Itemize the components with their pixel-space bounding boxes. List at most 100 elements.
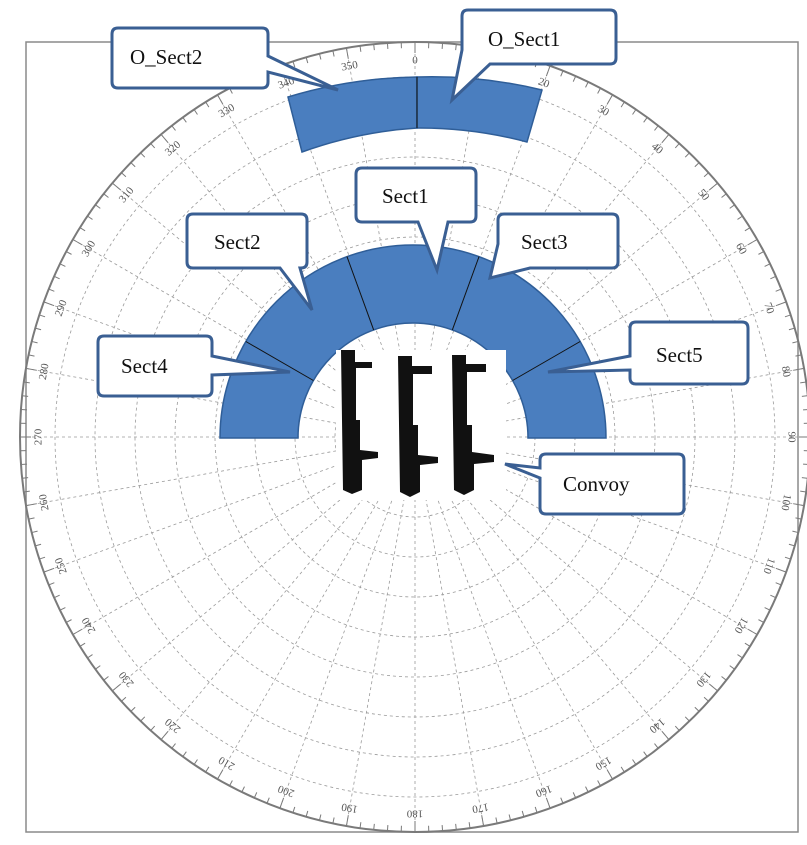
bearing-label: 320	[163, 138, 184, 158]
bearing-tick	[597, 780, 601, 786]
bearing-tick	[130, 706, 136, 712]
bearing-tick	[801, 395, 807, 397]
bearing-tick	[694, 706, 700, 712]
bearing-tick	[585, 81, 589, 88]
bearing-tick	[572, 792, 577, 799]
bearing-tick	[103, 193, 109, 198]
bearing-tick	[585, 786, 589, 793]
bearing-label: 60	[733, 241, 749, 257]
callout-label-sect5: Sect5	[656, 343, 703, 367]
bearing-tick	[801, 477, 807, 479]
bearing-tick	[121, 172, 127, 178]
bearing-tick	[59, 263, 66, 267]
bearing-label: 230	[116, 668, 136, 689]
bearing-tick	[150, 725, 156, 731]
bearing-tick	[708, 182, 718, 191]
bearing-tick	[121, 696, 127, 702]
bearing-tick	[729, 665, 735, 670]
bearing-tick	[160, 134, 169, 144]
bearing-tick	[35, 543, 42, 547]
sector-o-sect1	[416, 76, 543, 143]
bearing-tick	[758, 619, 764, 623]
bearing-label: 350	[340, 59, 359, 74]
callout-label-sect4: Sect4	[121, 354, 168, 378]
bearing-tick	[43, 301, 55, 307]
bearing-tick	[182, 751, 187, 757]
bearing-tick	[28, 517, 35, 520]
bearing-tick	[43, 567, 55, 573]
bearing-tick	[560, 797, 564, 804]
bearing-tick	[481, 815, 485, 827]
convoy-backdrop	[336, 350, 506, 500]
bearing-label: 250	[53, 555, 70, 575]
bearing-label: 330	[217, 101, 238, 120]
bearing-tick	[775, 567, 787, 573]
bearing-tick	[694, 162, 700, 168]
bearing-tick	[758, 251, 764, 255]
bearing-tick	[332, 817, 335, 824]
bearing-tick	[560, 70, 564, 77]
bearing-label: 260	[37, 493, 52, 512]
bearing-tick	[53, 275, 60, 280]
bearing-tick	[35, 327, 42, 331]
bearing-tick	[66, 251, 72, 255]
bearing-tick	[130, 162, 136, 168]
bearing-label: 170	[471, 800, 490, 815]
bearing-tick	[217, 769, 224, 780]
bearing-tick	[359, 822, 362, 829]
bearing-tick	[48, 582, 55, 586]
bearing-tick	[217, 94, 224, 105]
bearing-tick	[606, 94, 613, 105]
range-ring	[54, 76, 776, 798]
bearing-label: 100	[778, 493, 793, 512]
bearing-tick	[729, 204, 735, 209]
bearing-label: 0	[412, 55, 418, 67]
callout-sect1: Sect1	[354, 166, 478, 276]
bearing-tick	[22, 477, 29, 479]
bearing-tick	[775, 582, 782, 586]
bearing-line	[418, 456, 484, 827]
bearing-tick	[28, 354, 35, 357]
callout-sect5: Sect5	[547, 320, 750, 386]
ship-silhouette-right	[452, 355, 494, 495]
bearing-tick	[95, 665, 101, 670]
bearing-line	[160, 452, 403, 740]
bearing-tick	[305, 57, 309, 64]
bearing-tick	[770, 275, 777, 280]
bearing-tick	[744, 227, 751, 232]
bearing-label: 70	[761, 301, 776, 316]
bearing-tick	[31, 530, 38, 534]
bearing-label: 190	[340, 800, 359, 815]
bearing-tick	[95, 204, 101, 209]
bearing-tick	[103, 676, 109, 681]
bearing-tick	[703, 696, 709, 702]
bearing-tick	[279, 797, 285, 809]
bearing-tick	[737, 215, 743, 220]
callout-label-o-sect2: O_Sect2	[130, 45, 202, 69]
bearing-tick	[345, 815, 349, 827]
bearing-tick	[661, 134, 670, 144]
bearing-tick	[53, 594, 60, 599]
callout-o-sect2: O_Sect2	[110, 26, 339, 92]
bearing-tick	[545, 797, 551, 809]
bearing-tick	[792, 340, 799, 344]
bearing-label: 90	[785, 432, 797, 444]
bearing-tick	[171, 125, 176, 131]
bearing-tick	[744, 642, 751, 647]
bearing-tick	[572, 75, 577, 82]
bearing-tick	[534, 806, 538, 813]
bearing-tick	[229, 780, 233, 786]
bearing-tick	[345, 47, 349, 59]
bearing-tick	[793, 367, 805, 371]
bearing-line	[346, 456, 412, 827]
bearing-tick	[606, 769, 613, 780]
bearing-tick	[193, 759, 198, 765]
bearing-tick	[788, 543, 795, 547]
bearing-label: 290	[53, 298, 70, 318]
bearing-tick	[72, 628, 83, 635]
bearing-tick	[39, 556, 46, 560]
bearing-label: 120	[731, 615, 750, 636]
bearing-tick	[654, 125, 659, 131]
callout-label-sect2: Sect2	[214, 230, 261, 254]
